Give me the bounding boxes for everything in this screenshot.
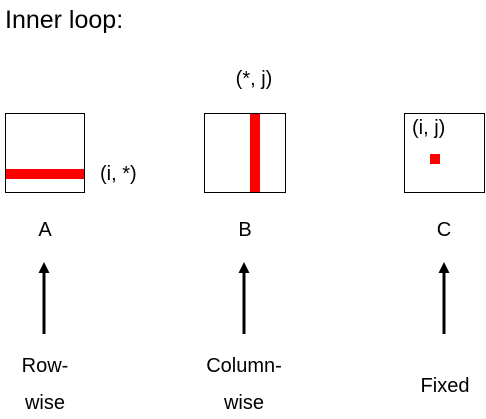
arrow-up-icon (438, 262, 450, 334)
matrix-b-name: B (238, 219, 252, 241)
matrix-c-element-highlight (430, 154, 440, 164)
matrix-b-column-highlight (250, 114, 260, 192)
arrow-up-icon (238, 262, 250, 334)
diagram-title: Inner loop: (5, 6, 124, 34)
matrix-a-access-label: (i, *) (100, 163, 137, 185)
matrix-a-loop-label: Row- (21, 355, 69, 377)
matrix-c-access-label: (i, j) (412, 117, 446, 139)
matrix-b-loop-label: Column- (206, 355, 282, 377)
matrix-a-name: A (38, 219, 52, 241)
matrix-a (5, 113, 85, 193)
matrix-b-access-label: (*, j) (235, 68, 273, 90)
matrix-b (204, 113, 286, 193)
matrix-a-row-highlight (6, 169, 84, 179)
matrix-a-loop-label-cont: wise (24, 392, 65, 414)
matrix-c-name: C (436, 219, 452, 241)
matrix-b-loop-label-cont: wise (223, 392, 264, 414)
arrow-up-icon (38, 262, 50, 334)
matrix-c-loop-label: Fixed (420, 375, 470, 397)
matrix-c (404, 113, 485, 193)
